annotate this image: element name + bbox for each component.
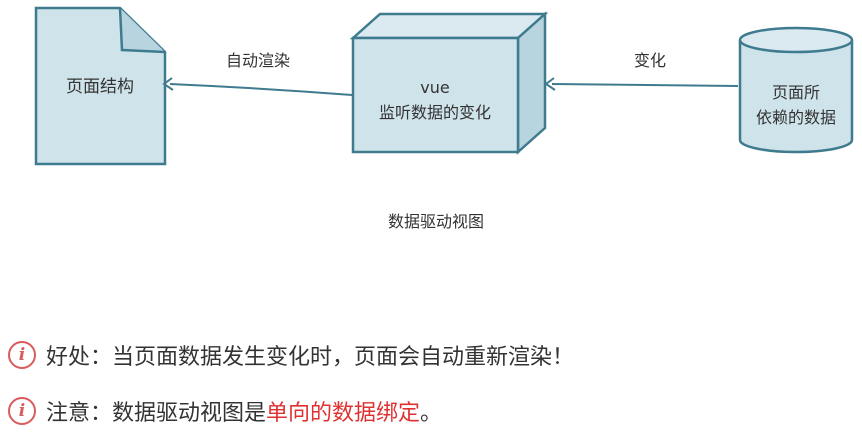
vue-label-line1: vue (420, 78, 449, 97)
benefit-note-text: 好处：当页面数据发生变化时，页面会自动重新渲染！ (46, 345, 575, 370)
caution-note-end: 。 (420, 401, 443, 426)
data-node: 页面所 依赖的数据 (738, 26, 854, 154)
diagram-caption: 数据驱动视图 (388, 212, 484, 231)
vue-node: vue 监听数据的变化 (349, 11, 549, 155)
benefit-note: i 好处：当页面数据发生变化时，页面会自动重新渲染！ (8, 337, 574, 373)
change-arrow-label: 变化 (634, 51, 666, 70)
caution-note-highlight: 单向的数据绑定 (266, 401, 421, 426)
info-icon: i (8, 341, 36, 369)
caution-note-text: 注意：数据驱动视图是 (46, 401, 267, 426)
render-arrow-label: 自动渲染 (226, 51, 290, 70)
page-structure-label: 页面结构 (66, 77, 134, 97)
page-structure-node: 页面结构 (34, 6, 167, 166)
vue-label-line2: 监听数据的变化 (379, 103, 491, 122)
render-arrow: 自动渲染 (162, 51, 353, 96)
caution-note: i 注意：数据驱动视图是单向的数据绑定。 (8, 393, 442, 429)
info-icon: i (8, 397, 36, 425)
data-label-line2: 依赖的数据 (756, 108, 836, 127)
data-driven-view-diagram: 页面结构 自动渲染 vue 监听数据的变化 变化 页面所 依赖的数据 数据驱动视… (34, 6, 854, 231)
change-arrow: 变化 (544, 51, 739, 91)
data-label-line1: 页面所 (772, 83, 820, 102)
